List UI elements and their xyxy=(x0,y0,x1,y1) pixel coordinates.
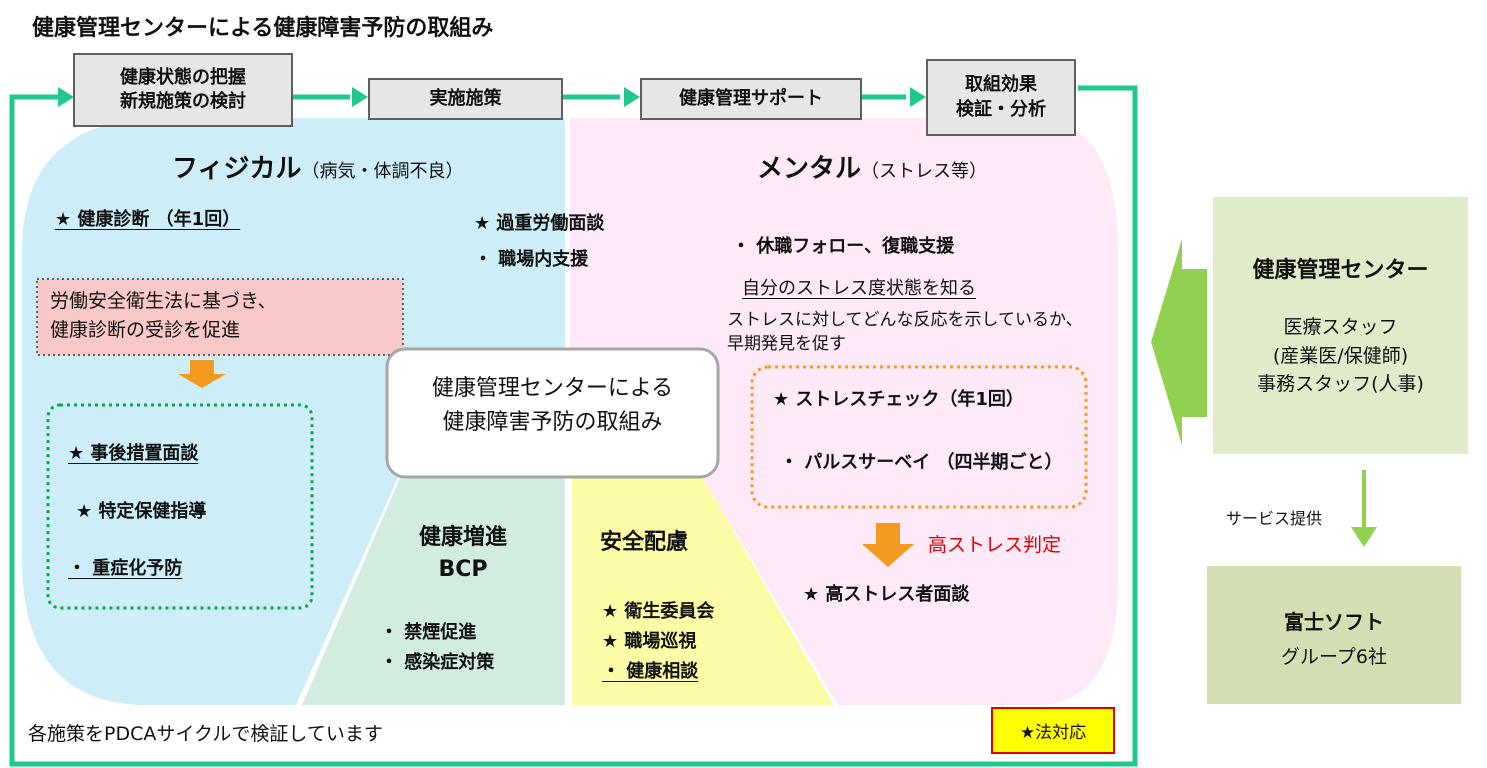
pdca-note: 各施策をPDCAサイクルで検証しています xyxy=(28,723,383,745)
service-arrowhead-icon xyxy=(1351,527,1377,547)
support-arrow-icon xyxy=(1148,231,1209,453)
overwork-interview-item: ★ 過重労働面談 xyxy=(474,213,605,234)
followup-interview-item: ★ 事後措置面談 xyxy=(68,443,199,464)
step-implement: 実施施策 xyxy=(368,78,563,120)
step-assess: 健康状態の把握 新規施策の検討 xyxy=(73,53,293,127)
safety-area xyxy=(572,478,834,705)
law-box-text: 労働安全衛生法に基づき、 健康診断の受診を促進 xyxy=(50,290,277,341)
measures-box-border xyxy=(46,403,314,610)
pdca-cycle-line xyxy=(9,85,1138,767)
physical-area xyxy=(22,118,565,705)
step-support: 健康管理サポート xyxy=(640,78,862,120)
mental-area xyxy=(570,118,1118,705)
law-box-bg xyxy=(36,278,404,356)
stress-check-item: ★ ストレスチェック（年1回） xyxy=(773,389,1024,410)
health-committee-item: ★ 衛生委員会 xyxy=(602,601,715,622)
physical-heading: フィジカル xyxy=(172,154,302,184)
promotion-area xyxy=(302,478,565,705)
center-label-box xyxy=(385,347,720,479)
checkup-item: ★ 健康診断 （年1回） xyxy=(55,209,241,230)
leave-support-item: ・ 休職フォロー、復職支援 xyxy=(732,236,955,257)
center-label-text: 健康管理センターによる 健康障害予防の取組み xyxy=(431,376,674,436)
mental-heading: メンタル xyxy=(757,154,862,184)
center-org-staff: 医療スタッフ (産業医/保健師) 事務スタッフ(人事) xyxy=(1257,316,1424,395)
mental-heading-note: （ストレス等） xyxy=(861,161,988,182)
orange-down-arrow-icon xyxy=(178,360,226,388)
pulse-survey-item: ・ パルスサーベイ （四半期ごと） xyxy=(780,452,1063,473)
know-stress-desc: ストレスに対してどんな反応を示しているか、 早期発見を促す xyxy=(727,310,1083,354)
high-stress-label: 高ストレス判定 xyxy=(928,534,1062,556)
promotion-heading: 健康増進 BCP xyxy=(418,525,507,582)
page-title: 健康管理センターによる健康障害予防の取組み xyxy=(32,16,494,41)
mental-heading-group: メンタル（ストレス等） xyxy=(757,148,987,185)
legend-box xyxy=(991,707,1115,754)
safety-heading: 安全配慮 xyxy=(600,530,689,555)
no-smoking-item: ・ 禁煙促進 xyxy=(380,622,477,643)
group-name: 富士ソフト xyxy=(1284,610,1384,634)
center-org-box xyxy=(1213,197,1468,454)
step-verify: 取組効果 検証・分析 xyxy=(926,59,1076,136)
physical-heading-note: （病気・体調不良） xyxy=(301,161,464,182)
group-box xyxy=(1207,566,1461,704)
legend-label: ★法対応 xyxy=(1019,723,1087,743)
know-stress-heading: 自分のストレス度状態を知る xyxy=(742,278,976,299)
physical-heading-group: フィジカル（病気・体調不良） xyxy=(172,148,463,185)
high-stress-arrow-icon xyxy=(862,523,914,567)
center-org-name: 健康管理センター xyxy=(1252,258,1429,283)
workplace-patrol-item: ★ 職場巡視 xyxy=(602,631,697,652)
health-consultation-item: ・ 健康相談 xyxy=(602,661,699,682)
service-label: サービス提供 xyxy=(1226,509,1323,528)
high-stress-interview-item: ★ 高ストレス者面談 xyxy=(803,584,970,605)
group-sub: グループ6社 xyxy=(1281,646,1387,668)
health-guidance-item: ★ 特定保健指導 xyxy=(76,501,207,522)
stress-box-border xyxy=(750,365,1088,509)
cycle-arrowheads xyxy=(58,87,926,107)
severity-prevention-item: ・ 重症化予防 xyxy=(68,558,183,579)
infection-control-item: ・ 感染症対策 xyxy=(380,652,495,673)
workplace-support-item: ・ 職場内支援 xyxy=(474,249,589,270)
